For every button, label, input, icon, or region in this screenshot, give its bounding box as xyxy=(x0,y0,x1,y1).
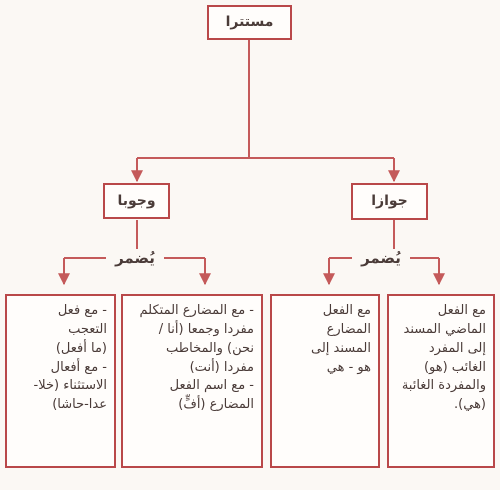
left-branch-right-leaf: - مع المضارع المتكلم مفردا وجمعا (أنا / … xyxy=(121,294,263,468)
leaf-line: - مع أفعال xyxy=(50,359,107,375)
leaf-line: هو - هي xyxy=(326,359,371,375)
right-branch-node: جوازا xyxy=(351,183,428,220)
leaf-line: مع الفعل xyxy=(322,303,371,318)
root-connectors xyxy=(131,40,400,183)
leaf-line: والمفردة الغائبة xyxy=(401,378,486,394)
left-branch-node: وجوبا xyxy=(103,183,170,219)
leaf-line: مفردا وجمعا (أنا / xyxy=(158,321,254,337)
right-branch-right-leaf: مع الفعل الماضي المسند إلى المفرد الغائب… xyxy=(387,294,495,468)
leaf-line: المضارع (أفٍّ) xyxy=(178,397,254,413)
leaf-line: - مع المضارع المتكلم xyxy=(139,303,254,318)
leaf-line: الماضي المسند xyxy=(403,321,487,337)
right-connector-label: يُضمر xyxy=(352,249,410,269)
root-title: مستترا xyxy=(225,14,274,31)
leaf-line: (ما أفعل) xyxy=(55,340,107,356)
leaf-line: المضارع xyxy=(326,321,371,337)
root-node: مستترا xyxy=(207,5,292,40)
leaf-line: نحن) والمخاطب xyxy=(166,340,254,356)
leaf-line: الغائب (هو) xyxy=(423,359,486,375)
left-branch-title: وجوبا xyxy=(117,192,156,209)
leaf-line: إلى المفرد xyxy=(428,340,486,356)
left-connector-label: يُضمر xyxy=(106,249,164,269)
leaf-line: مع الفعل xyxy=(437,303,486,318)
leaf-line: المسند إلى xyxy=(311,340,371,356)
leaf-line: التعجب xyxy=(68,321,107,337)
leaf-line: - مع فعل xyxy=(57,303,107,318)
leaf-line: - مع اسم الفعل xyxy=(169,378,254,394)
leaf-line: عدا-حاشا) xyxy=(52,397,107,413)
leaf-line: (هي). xyxy=(454,397,486,413)
leaf-line: مفردا (أنت) xyxy=(189,359,254,375)
left-branch-left-leaf: - مع فعل التعجب (ما أفعل) - مع أفعال الا… xyxy=(5,294,116,468)
right-branch-title: جوازا xyxy=(371,193,408,210)
leaf-line: الاستثناء (خلا- xyxy=(33,378,107,394)
right-branch-left-leaf: مع الفعل المضارع المسند إلى هو - هي xyxy=(270,294,380,468)
